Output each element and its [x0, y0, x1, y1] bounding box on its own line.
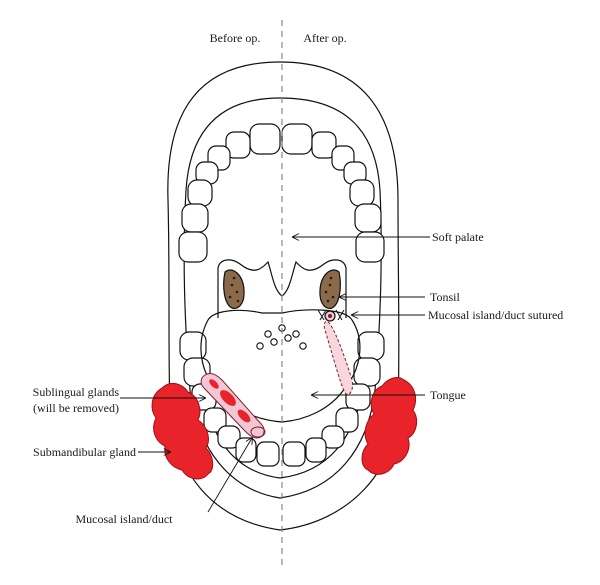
before-op-label: Before op.	[210, 31, 261, 45]
submandibular-label: Submandibular gland	[33, 445, 136, 459]
tooth	[250, 124, 280, 154]
duct-after-op	[324, 321, 352, 394]
mucosal-island-label: Mucosal island/duct	[76, 512, 174, 526]
tooth	[179, 232, 207, 262]
mucosal-island-arrow	[208, 438, 252, 512]
tooth	[182, 204, 208, 232]
tonsil-right	[320, 270, 340, 308]
tongue-label: Tongue	[430, 388, 466, 402]
soft-palate-label: Soft palate	[432, 230, 484, 244]
tooth	[355, 204, 381, 232]
tooth	[356, 232, 384, 262]
tooth	[257, 442, 279, 466]
tooth	[358, 332, 384, 360]
after-op-label: After op.	[303, 31, 346, 45]
tooth	[350, 180, 374, 206]
sublingual-label-line1: Sublingual glands	[33, 385, 120, 399]
tooth	[306, 438, 326, 462]
mucosal-sutured-label: Mucosal island/duct sutured	[428, 308, 563, 322]
tooth	[236, 438, 256, 462]
tonsil-label: Tonsil	[430, 290, 460, 304]
sublingual-label-line2: (will be removed)	[33, 401, 119, 415]
tooth	[283, 442, 305, 466]
tooth	[188, 180, 212, 206]
tonsil-left	[224, 270, 244, 308]
tooth	[282, 124, 312, 154]
